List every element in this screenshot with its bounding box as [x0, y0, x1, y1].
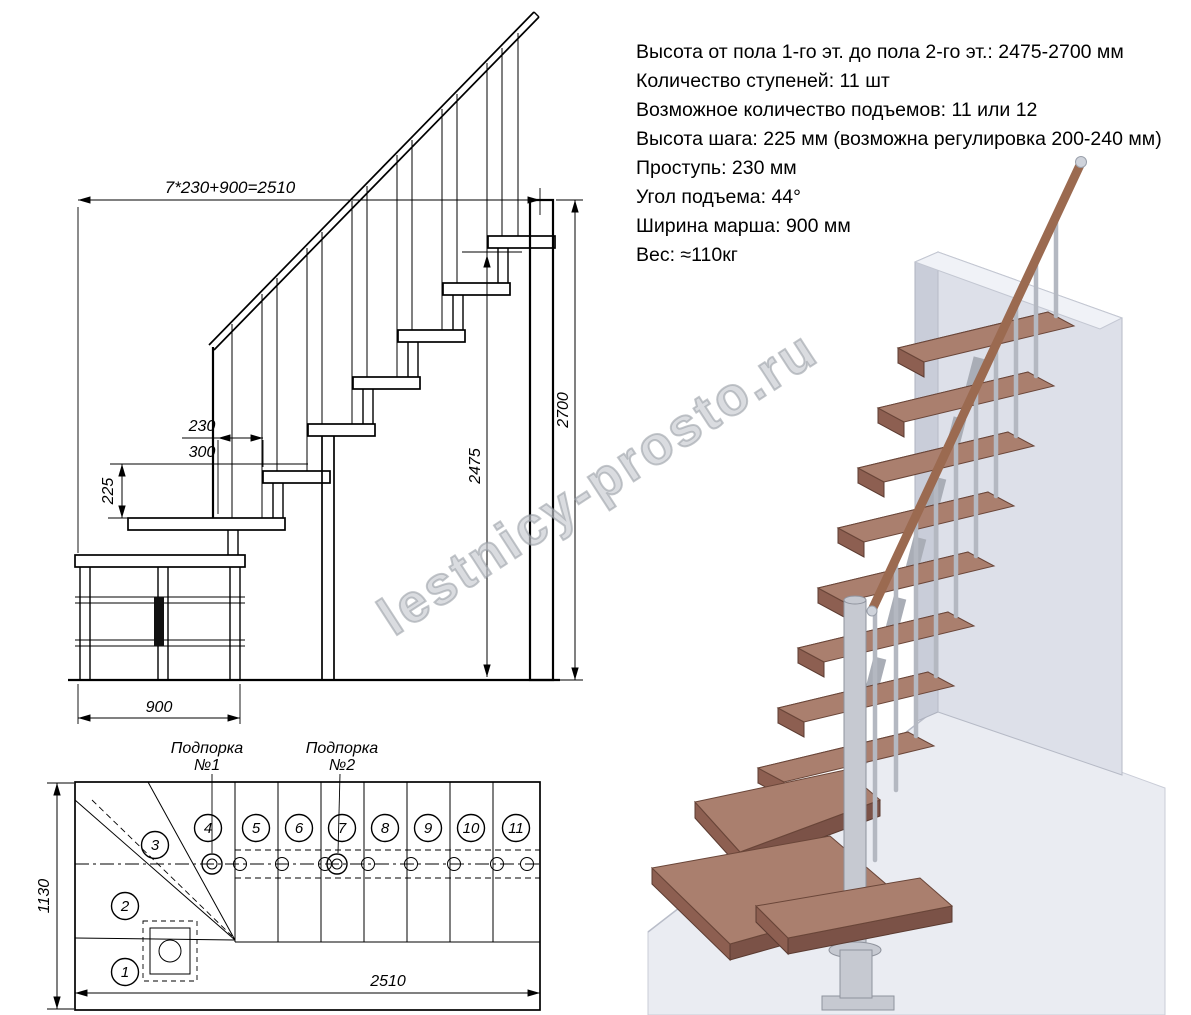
step-6-label: 6	[295, 820, 304, 837]
step-7: 7	[327, 813, 357, 843]
step-4: 4	[193, 813, 223, 843]
step-5-label: 5	[252, 820, 261, 837]
support-labels: Подпорка №1 Подпорка №2	[171, 740, 378, 854]
support2-label-line1: Подпорка	[306, 740, 378, 757]
step-3-label: 3	[151, 837, 160, 854]
step-2-label: 2	[120, 898, 130, 915]
winder-2	[650, 835, 902, 962]
wall-post	[528, 198, 555, 682]
spec-step-count: Количество ступеней: 11 шт	[636, 70, 890, 92]
treads	[127, 235, 556, 531]
winder-treads-3d	[650, 769, 902, 962]
pedestal-3d	[821, 949, 895, 1011]
support1-label-line2: №1	[194, 757, 220, 774]
handrail-line	[208, 11, 535, 346]
step-8: 8	[370, 813, 400, 843]
dim-900: 900	[146, 699, 173, 716]
step-11: 11	[501, 813, 531, 843]
step-9: 9	[413, 813, 443, 843]
step-2: 2	[110, 891, 140, 921]
step-9-label: 9	[424, 820, 433, 837]
railing	[208, 11, 540, 518]
step-4-label: 4	[204, 820, 212, 837]
spec-angle: Угол подъема: 44°	[636, 186, 801, 208]
support1-label-line1: Подпорка	[171, 740, 243, 757]
dim-2700: 2700	[555, 392, 572, 429]
tread-11	[896, 311, 1076, 378]
spec-flight-width: Ширина марша: 900 мм	[636, 215, 851, 237]
dim-total-run: 7*230+900=2510	[165, 178, 296, 197]
central-column	[321, 436, 335, 680]
plan-post-circles	[201, 853, 534, 875]
plan-winder-lines	[74, 781, 236, 941]
dim-1130: 1130	[36, 879, 53, 914]
tread-10	[876, 371, 1056, 438]
step-3: 3	[140, 830, 170, 860]
handrail-3d	[866, 156, 1087, 617]
step-7-label: 7	[338, 820, 347, 837]
spec-tread-depth: Проступь: 230 мм	[636, 157, 797, 179]
specifications: Высота от пола 1-го эт. до пола 2-го эт.…	[636, 38, 1181, 270]
support2-label-line2: №2	[329, 757, 355, 774]
dim-300: 300	[189, 444, 216, 461]
step-10: 10	[456, 813, 486, 843]
dim-225: 225	[100, 478, 117, 506]
handrail-tip	[1075, 156, 1087, 168]
step-5: 5	[241, 813, 271, 843]
tread-supports	[227, 248, 509, 555]
balusters-3d	[872, 212, 1059, 863]
plan-view: 1 2 3 4 5 6 7 8 9 10 11 Подпорка №1 Подп…	[36, 740, 541, 1011]
plan-stringer	[75, 849, 540, 879]
spec-height: Высота от пола 1-го эт. до пола 2-го эт.…	[636, 41, 1124, 63]
spec-rise-count: Возможное количество подъемов: 11 или 12	[636, 99, 1038, 121]
tread-7	[816, 551, 996, 618]
winder-1	[754, 877, 954, 956]
spec-step-height: Высота шага: 225 мм (возможна регулировк…	[636, 128, 1162, 150]
step-10-label: 10	[463, 820, 480, 837]
staircase-3d-render	[647, 156, 1166, 1015]
plan-tread-lines	[234, 782, 540, 943]
plan-support-base	[142, 920, 198, 982]
elevation-dimensions: 7*230+900=2510 2700 2475 900	[77, 178, 583, 724]
treads-3d	[756, 311, 1076, 798]
step-8-label: 8	[381, 820, 390, 837]
step-11-label: 11	[508, 820, 524, 837]
platform-bracket	[154, 597, 164, 646]
support2-circle	[326, 853, 348, 875]
elevation-view: 7*230+900=2510 2700 2475 900	[68, 11, 583, 724]
spec-weight: Вес: ≈110кг	[636, 244, 738, 266]
plan-dimensions: 1130 2510	[36, 782, 540, 1010]
plan-step-numbers: 1 2 3 4 5 6 7 8 9 10 11	[110, 813, 531, 987]
step-6: 6	[284, 813, 314, 843]
lower-platform	[74, 554, 246, 680]
support1-circle	[201, 853, 223, 875]
handrail-end-ball	[866, 605, 878, 617]
dim-2475: 2475	[467, 448, 484, 485]
step-1-label: 1	[121, 964, 129, 981]
technical-drawing: 7*230+900=2510 2700 2475 900	[36, 11, 583, 1011]
central-column-3d	[828, 595, 882, 959]
step-1: 1	[110, 957, 140, 987]
plan-outline	[74, 781, 541, 1011]
balusters	[231, 33, 519, 518]
dim-2510: 2510	[369, 973, 406, 990]
dim-230: 230	[188, 418, 216, 435]
